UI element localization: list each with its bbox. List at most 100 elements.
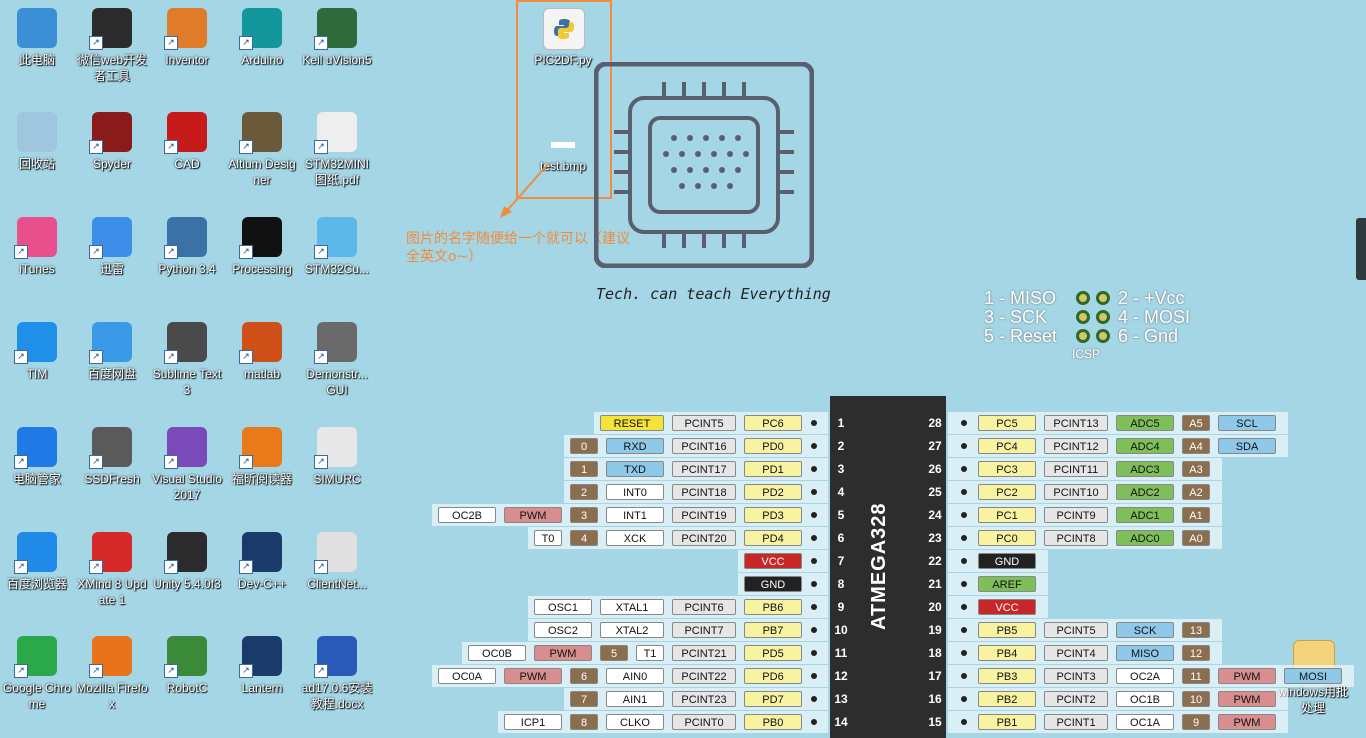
pin-label: PCINT13 bbox=[1044, 415, 1108, 431]
desktop-icon[interactable]: ↗STM32MINI图纸.pdf bbox=[300, 104, 374, 200]
pin-dot bbox=[811, 443, 817, 449]
desktop-icon[interactable]: ↗福昕阅读器 bbox=[225, 419, 299, 515]
desktop-icon[interactable]: ↗Altium Designer bbox=[225, 104, 299, 200]
pin-number: 25 bbox=[928, 485, 942, 499]
pin-label: PB1 bbox=[978, 714, 1036, 730]
pin-label: PD4 bbox=[744, 530, 802, 546]
shortcut-arrow-icon: ↗ bbox=[314, 560, 328, 574]
desktop-icon[interactable]: ↗matlab bbox=[225, 314, 299, 410]
pin-label: ADC4 bbox=[1116, 438, 1174, 454]
pin-number: 10 bbox=[834, 623, 848, 637]
pin-label: OSC1 bbox=[534, 599, 592, 615]
desktop-icon[interactable]: ↗Keil uVision5 bbox=[300, 0, 374, 96]
pin-label: PCINT12 bbox=[1044, 438, 1108, 454]
desktop-icon[interactable]: ↗ClientNet... bbox=[300, 524, 374, 620]
icsp-header-pin bbox=[1096, 310, 1110, 324]
pin-number: 14 bbox=[834, 715, 848, 729]
desktop-icon[interactable]: ↗电脑管家 bbox=[0, 419, 74, 515]
pin-label: MISO bbox=[1116, 645, 1174, 661]
desktop-icon[interactable]: ↗Arduino bbox=[225, 0, 299, 96]
pin-label: 12 bbox=[1182, 645, 1210, 661]
desktop-icon[interactable]: ↗ Python 3.4 bbox=[150, 209, 224, 305]
desktop-icon[interactable]: 回收站 bbox=[0, 104, 74, 200]
desktop-icon[interactable]: ↗iTunes bbox=[0, 209, 74, 305]
desktop-icon[interactable]: ↗Dev-C++ bbox=[225, 524, 299, 620]
desktop-icon-label: Altium Designer bbox=[228, 157, 296, 187]
desktop-icon-label: XMind 8 Update 1 bbox=[77, 577, 147, 607]
shortcut-arrow-icon: ↗ bbox=[314, 140, 328, 154]
desktop-icon-label: SSDFresh bbox=[84, 472, 140, 486]
desktop-icon[interactable]: ↗Processing bbox=[225, 209, 299, 305]
desktop-icon[interactable]: ↗RobotC bbox=[150, 628, 224, 724]
bmp-file-icon bbox=[543, 114, 583, 154]
desktop-icon[interactable]: ↗ad17.0.6安装教程.docx bbox=[300, 628, 374, 724]
pin-label: TXD bbox=[606, 461, 664, 477]
pin-label: A5 bbox=[1182, 415, 1210, 431]
desktop-icon[interactable]: ↗Inventor bbox=[150, 0, 224, 96]
shortcut-arrow-icon: ↗ bbox=[164, 245, 178, 259]
desktop-icon[interactable]: ↗Demonstr... GUI bbox=[300, 314, 374, 410]
pin-label: XTAL1 bbox=[600, 599, 664, 615]
pin-dot bbox=[961, 581, 967, 587]
icsp-header-pin bbox=[1076, 329, 1090, 343]
shortcut-arrow-icon: ↗ bbox=[239, 245, 253, 259]
desktop-icon-label: 百度浏览器 bbox=[6, 577, 67, 591]
desktop-icon[interactable]: ↗迅雷 bbox=[75, 209, 149, 305]
desktop-icon[interactable]: ↗Google Chrome bbox=[0, 628, 74, 724]
desktop-icon[interactable]: ↗Unity 5.4.0f3 bbox=[150, 524, 224, 620]
desktop-icon[interactable]: ↗SSDFresh bbox=[75, 419, 149, 515]
desktop-icon[interactable]: ↗TIM bbox=[0, 314, 74, 410]
desktop-icon[interactable]: ↗百度网盘 bbox=[75, 314, 149, 410]
pin-label: PCINT1 bbox=[1044, 714, 1108, 730]
desktop-icon[interactable]: ↗Lantern bbox=[225, 628, 299, 724]
pic2df-file[interactable]: PIC2DF.py bbox=[526, 0, 600, 96]
desktop-icon[interactable]: ↗STM32Cu... bbox=[300, 209, 374, 305]
pin-dot bbox=[961, 512, 967, 518]
pin-label: A0 bbox=[1182, 530, 1210, 546]
pin-label: PCINT7 bbox=[672, 622, 736, 638]
desktop-icon[interactable]: ↗SIMURC bbox=[300, 419, 374, 515]
pin-dot bbox=[811, 535, 817, 541]
pin-dot bbox=[811, 719, 817, 725]
batch-folder[interactable]: windows用批处理 bbox=[1276, 632, 1350, 728]
annotation-arrow bbox=[500, 163, 549, 218]
pin-dot bbox=[811, 604, 817, 610]
desktop-icon[interactable]: ↗ 百度浏览器 bbox=[0, 524, 74, 620]
icsp-header-pin bbox=[1076, 291, 1090, 305]
pin-number: 22 bbox=[928, 554, 942, 568]
pin-label: RESET bbox=[600, 415, 664, 431]
pin-label: ADC3 bbox=[1116, 461, 1174, 477]
pin-label: PCINT10 bbox=[1044, 484, 1108, 500]
desktop-icon-label: SIMURC bbox=[313, 472, 361, 486]
pin-label: 2 bbox=[570, 484, 598, 500]
pin-label: PWM bbox=[1218, 691, 1276, 707]
desktop-icon[interactable]: ↗Mozilla Firefox bbox=[75, 628, 149, 724]
shortcut-arrow-icon: ↗ bbox=[89, 140, 103, 154]
icsp-pin-right: 6 - Gnd bbox=[1118, 326, 1179, 346]
desktop-icon[interactable]: ↗Visual Studio 2017 bbox=[150, 419, 224, 515]
desktop-icon[interactable]: ↗CAD bbox=[150, 104, 224, 200]
desktop-icon-label: CAD bbox=[174, 157, 200, 171]
pin-label: A4 bbox=[1182, 438, 1210, 454]
pin-number: 9 bbox=[837, 600, 845, 614]
desktop-icon[interactable]: ↗微信web开发者工具 bbox=[75, 0, 149, 96]
test-bmp-file[interactable]: test.bmp bbox=[526, 106, 600, 202]
desktop-icon[interactable]: ↗Sublime Text 3 bbox=[150, 314, 224, 410]
desktop-icon-label: Python 3.4 bbox=[158, 262, 216, 276]
desktop-icon[interactable]: ↗Spyder bbox=[75, 104, 149, 200]
desktop-icon-label: Inventor bbox=[165, 53, 209, 67]
pin-label: PCINT3 bbox=[1044, 668, 1108, 684]
shortcut-arrow-icon: ↗ bbox=[239, 560, 253, 574]
pin-label: OC1A bbox=[1116, 714, 1174, 730]
pin-number: 26 bbox=[928, 462, 942, 476]
pin-label: SDA bbox=[1218, 438, 1276, 454]
pin-label: PC0 bbox=[978, 530, 1036, 546]
shortcut-arrow-icon: ↗ bbox=[14, 560, 28, 574]
pin-number: 17 bbox=[928, 669, 942, 683]
desktop-icon[interactable]: ↗XMind 8 Update 1 bbox=[75, 524, 149, 620]
side-scroll-handle[interactable] bbox=[1356, 218, 1366, 280]
pin-label: OSC2 bbox=[534, 622, 592, 638]
pin-label: PCINT5 bbox=[1044, 622, 1108, 638]
pin-label: ADC2 bbox=[1116, 484, 1174, 500]
desktop-icon[interactable]: 此电脑 bbox=[0, 0, 74, 96]
